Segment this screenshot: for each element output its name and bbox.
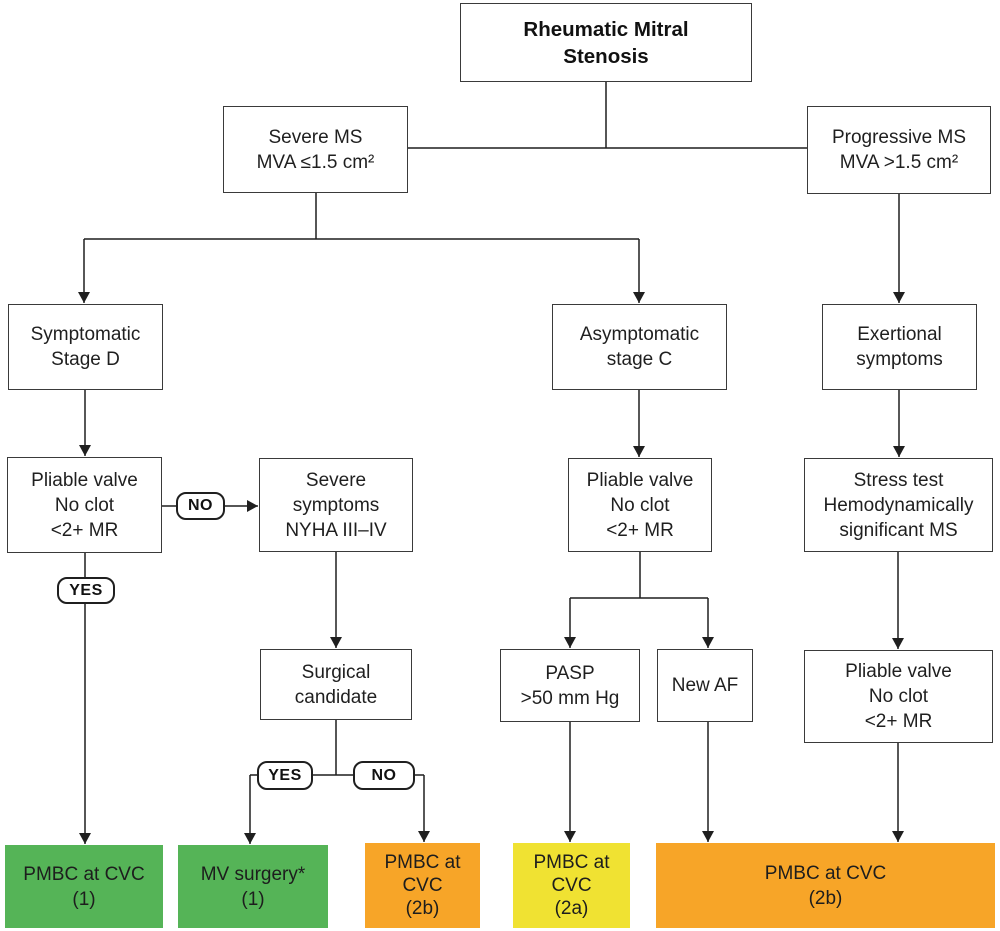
node-line: Severe MS [268,126,363,148]
node-line: CVC [551,875,592,896]
node-line: New AF [671,675,739,696]
node-line: NYHA III–IV [285,519,387,541]
node-asymptomatic-stage-c: Asymptomatic stage C [552,304,727,390]
node-line: No clot [610,494,670,516]
node-rheumatic-mitral-stenosis: Rheumatic Mitral Stenosis [460,3,752,82]
node-pasp: PASP >50 mm Hg [500,649,640,722]
node-line: significant MS [839,519,958,541]
node-line: PMBC at CVC [764,862,887,884]
pill-label: YES [268,766,302,784]
outcome-pmbc-cvc-2b-small: PMBC at CVC (2b) [365,843,480,928]
node-line: stage C [606,349,673,370]
node-line: Hemodynamically [823,494,974,516]
outcome-pmbc-cvc-1: PMBC at CVC (1) [5,845,163,928]
node-line: PMBC at [384,852,461,873]
node-line: >50 mm Hg [520,687,620,709]
node-line: (2a) [554,898,589,919]
connector-pliable-mid-split [570,552,708,599]
node-line: Pliable valve [31,469,138,491]
decision-pill-no-surgical: NO [353,761,415,790]
node-exertional-symptoms: Exertional symptoms [822,304,977,390]
node-line: (2b) [405,898,440,919]
node-line: Surgical [301,661,371,683]
node-stress-test: Stress test Hemodynamically significant … [804,458,993,552]
node-line: Severe [305,469,367,491]
node-line: candidate [294,686,378,708]
node-line: Stage D [51,349,120,370]
node-severe-symptoms-nyha: Severe symptoms NYHA III–IV [259,458,413,552]
node-line: <2+ MR [606,519,674,541]
connector-root-split [408,82,807,149]
node-line: <2+ MR [50,519,119,541]
outcome-pmbc-cvc-2a: PMBC at CVC (2a) [513,843,630,928]
node-line: Rheumatic Mitral [523,17,689,41]
node-surgical-candidate: Surgical candidate [260,649,412,720]
node-line: Progressive MS [831,127,967,148]
node-symptomatic-stage-d: Symptomatic Stage D [8,304,163,390]
decision-pill-yes-left: YES [57,577,115,604]
node-line: Pliable valve [845,661,952,682]
node-line: (2b) [808,887,843,909]
node-line: Pliable valve [586,469,694,491]
node-line: (1) [72,888,96,910]
node-line: symptoms [856,349,943,370]
pill-label: NO [371,766,397,784]
node-new-af: New AF [657,649,753,722]
node-line: Stenosis [563,44,649,68]
node-line: MV surgery* [200,863,306,885]
node-line: No clot [868,686,929,707]
decision-pill-no-left: NO [176,492,225,520]
node-line: Symptomatic [30,324,141,345]
connector-severe-split [84,193,639,240]
node-line: Asymptomatic [579,324,700,345]
node-pliable-valve-right: Pliable valve No clot <2+ MR [804,650,993,743]
node-line: PMBC at CVC [23,863,145,885]
node-line: <2+ MR [864,711,933,732]
outcome-mv-surgery-1: MV surgery* (1) [178,845,328,928]
node-line: Exertional [857,324,942,345]
node-line: symptoms [292,494,380,516]
node-severe-ms: Severe MS MVA ≤1.5 cm² [223,106,408,193]
node-line: PASP [545,662,595,684]
pill-label: NO [188,497,213,514]
node-progressive-ms: Progressive MS MVA >1.5 cm² [807,106,991,194]
node-line: No clot [54,494,115,516]
outcome-pmbc-cvc-2b-wide: PMBC at CVC (2b) [656,843,995,928]
node-line: Stress test [853,469,944,491]
node-line: PMBC at [533,852,610,873]
decision-pill-yes-surgical: YES [257,761,313,790]
node-line: (1) [241,888,265,910]
pill-label: YES [69,581,103,599]
node-line: CVC [402,875,443,896]
node-line: MVA ≤1.5 cm² [256,151,375,173]
node-pliable-valve-mid: Pliable valve No clot <2+ MR [568,458,712,552]
node-line: MVA >1.5 cm² [839,152,959,173]
node-pliable-valve-left: Pliable valve No clot <2+ MR [7,457,162,553]
